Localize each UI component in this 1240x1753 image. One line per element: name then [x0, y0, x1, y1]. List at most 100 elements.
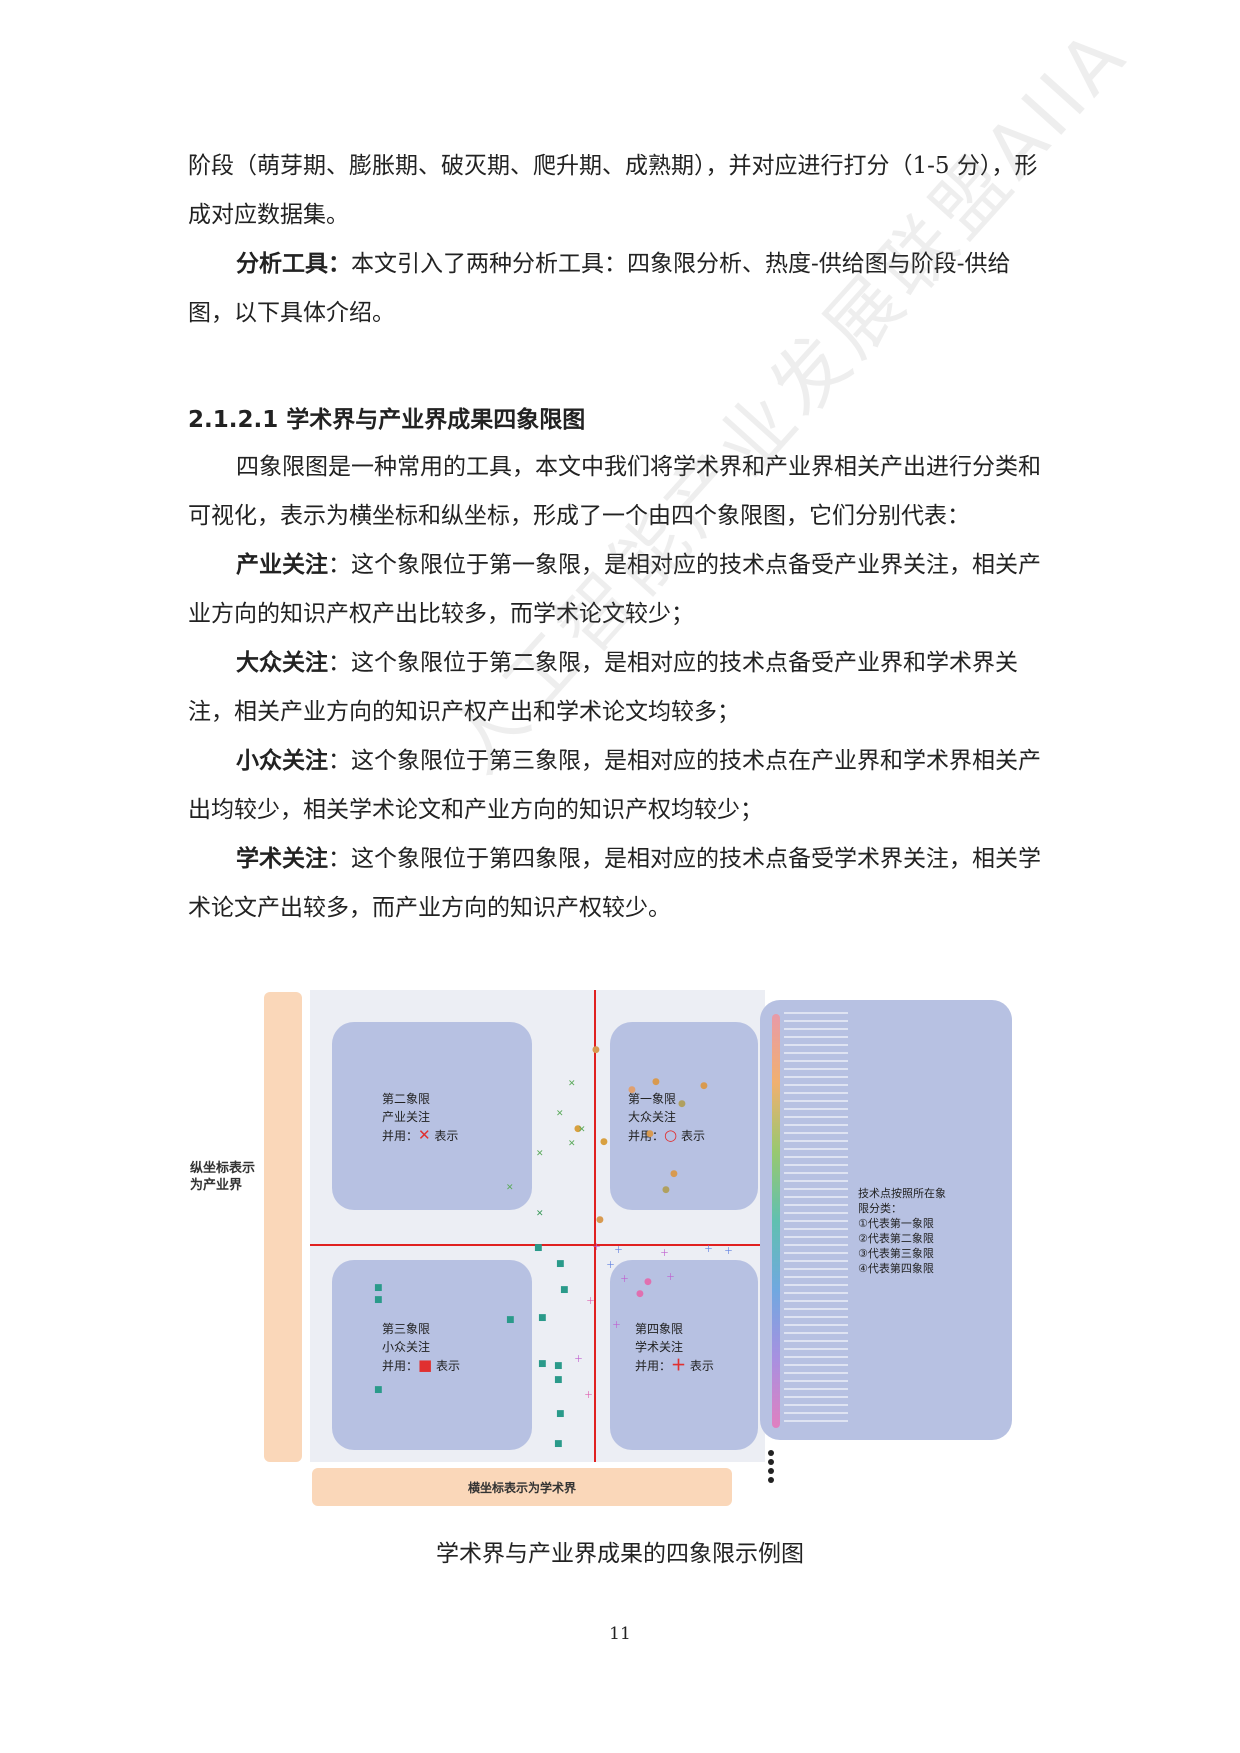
quadrant-plot-area: 第二象限 产业关注 并用：✕ 表示 第一象限 大众关注 并用：○ 表示 第三象限…	[310, 990, 765, 1462]
scatter-point: ■	[374, 1385, 383, 1395]
scatter-point: ●	[652, 1077, 660, 1087]
scatter-point: ■	[538, 1359, 547, 1369]
legend-note-line: ④代表第四象限	[858, 1262, 934, 1275]
scatter-point: ■	[506, 1315, 515, 1325]
quadrant-3-box	[332, 1260, 532, 1450]
symbol-suffix: 表示	[434, 1129, 459, 1143]
quadrant-figure: 纵坐标表示为产业界 第二象限 产业关注 并用：✕ 表示 第一象限 大众关注 并用…	[190, 990, 1022, 1510]
paragraph-stage: 阶段（萌芽期、膨胀期、破灭期、爬升期、成熟期），并对应进行打分（1-5 分），形…	[188, 142, 1050, 240]
scatter-point: ●	[600, 1137, 608, 1147]
quadrant-1-box	[610, 1022, 758, 1210]
symbol-suffix: 表示	[689, 1359, 714, 1373]
quadrant-4-box	[610, 1260, 758, 1450]
quadrant-title: 第四象限	[635, 1322, 684, 1336]
scatter-point: ＋	[592, 1243, 602, 1253]
section-heading: 2.1.2.1 学术界与产业界成果四象限图	[188, 407, 586, 433]
definition-term: 学术关注	[236, 846, 328, 872]
quadrant-title: 第一象限	[628, 1092, 677, 1106]
quadrant-name: 产业关注	[382, 1110, 431, 1124]
definition-term: 小众关注	[236, 748, 328, 774]
quadrant-symbol-line: 并用：＋ 表示	[635, 1356, 714, 1375]
scatter-point: ■	[560, 1285, 569, 1295]
symbol-prefix: 并用：	[635, 1359, 672, 1373]
definition-public: 大众关注：这个象限位于第二象限，是相对应的技术点备受产业界和学术界关注，相关产业…	[188, 639, 1050, 737]
scatter-point: ●	[574, 1124, 582, 1134]
symbol-suffix: 表示	[436, 1359, 461, 1373]
legend-marker-icon	[768, 1468, 774, 1474]
scatter-point: ✕	[506, 1183, 514, 1193]
quadrant-name: 学术关注	[635, 1340, 684, 1354]
scatter-point: ●	[662, 1185, 670, 1195]
scatter-point: ＋	[660, 1249, 670, 1259]
scatter-point: ■	[554, 1361, 563, 1371]
paragraph-intro: 四象限图是一种常用的工具，本文中我们将学术界和产业界相关产出进行分类和可视化，表…	[188, 443, 1050, 541]
horizontal-axis-line	[310, 1244, 765, 1246]
quadrant-1-label: 第一象限 大众关注 并用：○ 表示	[628, 1090, 705, 1145]
scatter-point: ■	[374, 1283, 383, 1293]
definition-term: 大众关注	[236, 650, 328, 676]
scatter-point: ●	[628, 1085, 636, 1095]
square-icon: ■	[418, 1356, 433, 1374]
y-axis-label: 纵坐标表示为产业界	[190, 1161, 256, 1193]
x-axis-label: 横坐标表示为学术界	[467, 1480, 576, 1495]
legend-marker-icon	[768, 1477, 774, 1483]
definition-text: ：这个象限位于第一象限，是相对应的技术点备受产业界关注，相关产业方向的知识产权产…	[188, 552, 1041, 627]
legend-note-line: ②代表第二象限	[858, 1232, 934, 1245]
y-axis-band	[264, 992, 302, 1462]
scatter-point: ●	[636, 1289, 644, 1299]
paragraph-tools: 分析工具：本文引入了两种分析工具：四象限分析、热度-供给图与阶段-供给图，以下具…	[188, 240, 1050, 338]
quadrant-title: 第三象限	[382, 1322, 431, 1336]
figure-caption: 学术界与产业界成果的四象限示例图	[436, 1541, 804, 1567]
page-number: 11	[609, 1624, 631, 1644]
scatter-point: ＋	[614, 1246, 624, 1256]
quadrant-2-box	[332, 1022, 532, 1210]
scatter-point: ✕	[578, 1125, 586, 1135]
scatter-point: ●	[678, 1099, 686, 1109]
quadrant-4-label: 第四象限 学术关注 并用：＋ 表示	[635, 1320, 714, 1375]
legend-note-line: 限分类：	[858, 1202, 902, 1215]
scatter-point: ●	[670, 1169, 678, 1179]
plus-icon: ＋	[671, 1356, 687, 1374]
legend-note-line: ①代表第一象限	[858, 1217, 934, 1230]
scatter-point: ■	[538, 1313, 547, 1323]
quadrant-symbol-line: 并用：✕ 表示	[382, 1126, 458, 1145]
scatter-point: ✕	[536, 1209, 544, 1219]
scatter-point: ＋	[606, 1261, 616, 1271]
legend-note-line: 技术点按照所在象	[858, 1187, 946, 1200]
paragraph-lead: 分析工具：	[236, 251, 351, 277]
vertical-axis-line	[594, 990, 596, 1462]
scatter-point: ■	[556, 1409, 565, 1419]
legend-note-line: ③代表第三象限	[858, 1247, 934, 1260]
symbol-legend	[768, 1450, 777, 1486]
quadrant-symbol-line: 并用：○ 表示	[628, 1126, 705, 1145]
definition-academic: 学术关注：这个象限位于第四象限，是相对应的技术点备受学术界关注，相关学术论文产出…	[188, 835, 1050, 933]
scatter-point: ●	[592, 1045, 600, 1055]
scatter-point: ✕	[536, 1149, 544, 1159]
definition-industry: 产业关注：这个象限位于第一象限，是相对应的技术点备受产业界关注，相关产业方向的知…	[188, 541, 1050, 639]
quadrant-name: 大众关注	[628, 1110, 677, 1124]
legend-note: 技术点按照所在象 限分类： ①代表第一象限 ②代表第二象限 ③代表第三象限 ④代…	[858, 1186, 968, 1276]
paragraph-text: 阶段（萌芽期、膨胀期、破灭期、爬升期、成熟期），并对应进行打分（1-5 分），形…	[188, 153, 1038, 228]
scatter-point: ●	[596, 1215, 604, 1225]
legend-marker-icon	[768, 1450, 774, 1456]
scatter-point: ●	[644, 1277, 652, 1287]
scatter-point: ✕	[556, 1109, 564, 1119]
legend-item-lines	[784, 1012, 848, 1428]
quadrant-symbol-line: 并用：■ 表示	[382, 1356, 460, 1375]
circle-icon: ○	[664, 1126, 678, 1144]
scatter-point: ✕	[568, 1079, 576, 1089]
x-axis-band: 横坐标表示为学术界	[312, 1468, 732, 1506]
scatter-point: ■	[374, 1295, 383, 1305]
symbol-prefix: 并用：	[382, 1359, 419, 1373]
quadrant-title: 第二象限	[382, 1092, 431, 1106]
symbol-prefix: 并用：	[382, 1129, 419, 1143]
legend-color-strip	[772, 1014, 780, 1428]
scatter-point: ■	[556, 1259, 565, 1269]
scatter-point: ■	[554, 1375, 563, 1385]
definition-niche: 小众关注：这个象限位于第三象限，是相对应的技术点在产业界和学术界相关产出均较少，…	[188, 737, 1050, 835]
scatter-point: ＋	[620, 1275, 630, 1285]
scatter-point: ■	[534, 1243, 543, 1253]
definition-term: 产业关注	[236, 552, 328, 578]
quadrant-2-label: 第二象限 产业关注 并用：✕ 表示	[382, 1090, 458, 1145]
